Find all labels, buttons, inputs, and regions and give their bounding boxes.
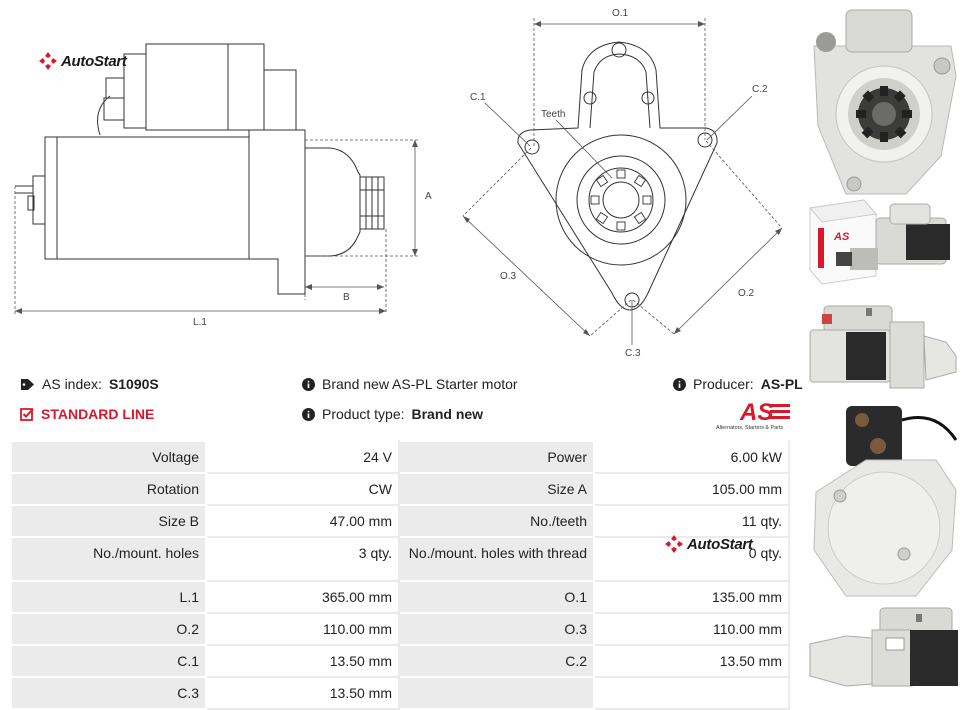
spec-value: 24 V: [205, 440, 400, 474]
producer-label: Producer:: [693, 376, 754, 392]
spec-value: 0 qty.: [593, 536, 790, 582]
as-index-value: S1090S: [108, 376, 159, 392]
svg-text:AS: AS: [833, 231, 850, 243]
table-row: L.1 365.00 mm O.1 135.00 mm: [10, 580, 790, 614]
info-icon: [302, 377, 315, 391]
product-description: Brand new AS-PL Starter motor: [322, 376, 518, 392]
info-icon: [673, 377, 686, 391]
autostart-logo: AutoStart: [38, 51, 127, 71]
spec-value: 110.00 mm: [593, 612, 790, 646]
dim-label-b: B: [343, 292, 350, 303]
spec-value: [593, 676, 790, 710]
spec-label: [398, 676, 595, 710]
spec-value: 3 qty.: [205, 536, 400, 582]
tag-icon: [21, 378, 34, 390]
product-photo-side[interactable]: [806, 292, 962, 396]
autostart-watermark-logo: AutoStart: [664, 534, 753, 554]
standard-line-label: STANDARD LINE: [41, 406, 155, 422]
as-pl-logo: AS Alternators, Starters & Parts: [714, 398, 794, 432]
table-row: C.1 13.50 mm C.2 13.50 mm: [10, 644, 790, 678]
spec-label: Size A: [398, 472, 595, 506]
spec-label: No./mount. holes with thread: [398, 536, 595, 582]
as-pl-logo-tagline: Alternators, Starters & Parts: [716, 425, 783, 431]
product-photo-box[interactable]: AS: [806, 198, 962, 288]
spec-label: O.3: [398, 612, 595, 646]
spec-label: Rotation: [10, 472, 207, 506]
as-index-row: AS index: S1090S: [20, 376, 159, 392]
spec-value: 11 qty.: [593, 504, 790, 538]
standard-line-row: STANDARD LINE: [20, 406, 154, 422]
dim-label-c1: C.1: [470, 92, 486, 103]
spec-value: 13.50 mm: [593, 644, 790, 678]
table-row: O.2 110.00 mm O.3 110.00 mm: [10, 612, 790, 646]
table-row: Voltage 24 V Power 6.00 kW: [10, 440, 790, 474]
spec-value: 13.50 mm: [205, 644, 400, 678]
technical-drawings: A B L.1: [0, 0, 800, 370]
dim-label-c2: C.2: [752, 84, 768, 95]
description-row: Brand new AS-PL Starter motor: [302, 376, 518, 392]
spec-value: 6.00 kW: [593, 440, 790, 474]
as-index-label: AS index:: [42, 376, 102, 392]
spec-value: 365.00 mm: [205, 580, 400, 614]
spec-value: 105.00 mm: [593, 472, 790, 506]
autostart-logo-text: AutoStart: [61, 52, 127, 70]
producer-row: Producer: AS-PL: [673, 376, 803, 392]
specs-table: Voltage 24 V Power 6.00 kW Rotation CW S…: [10, 440, 790, 710]
autostart-logo-mark: [39, 52, 57, 70]
spec-value: CW: [205, 472, 400, 506]
spec-value: 110.00 mm: [205, 612, 400, 646]
dim-label-c3: C.3: [625, 348, 641, 359]
checkbox-icon: [20, 408, 34, 421]
front-view-drawing: O.1 C.1 C.2 Teeth O.3 O.2 C.3: [462, 8, 783, 359]
spec-label: C.3: [10, 676, 207, 710]
autostart-logo-text: AutoStart: [687, 535, 753, 553]
spec-label: Power: [398, 440, 595, 474]
producer-value: AS-PL: [760, 376, 803, 392]
table-row: Rotation CW Size A 105.00 mm: [10, 472, 790, 506]
spec-label: No./teeth: [398, 504, 595, 538]
spec-value: 47.00 mm: [205, 504, 400, 538]
dim-label-o1: O.1: [612, 8, 629, 19]
spec-label: C.2: [398, 644, 595, 678]
spec-label: L.1: [10, 580, 207, 614]
dim-label-teeth: Teeth: [541, 109, 565, 120]
table-row: No./mount. holes 3 qty. No./mount. holes…: [10, 536, 790, 582]
info-icon: [302, 407, 315, 421]
spec-label: O.1: [398, 580, 595, 614]
product-photo-front[interactable]: [806, 6, 962, 196]
dim-label-a: A: [425, 191, 432, 202]
as-pl-logo-mark: AS: [739, 399, 773, 426]
product-type-row: Product type: Brand new: [302, 406, 483, 422]
dim-label-o2: O.2: [738, 288, 755, 299]
product-photo-solenoid[interactable]: [806, 604, 962, 690]
table-row: C.3 13.50 mm: [10, 676, 790, 710]
dim-label-l1: L.1: [193, 317, 207, 328]
spec-value: 135.00 mm: [593, 580, 790, 614]
spec-label: Voltage: [10, 440, 207, 474]
spec-label: No./mount. holes: [10, 536, 207, 582]
table-row: Size B 47.00 mm No./teeth 11 qty.: [10, 504, 790, 538]
product-type-value: Brand new: [411, 406, 484, 422]
dim-label-o3: O.3: [500, 271, 517, 282]
product-photo-rear[interactable]: [806, 400, 962, 602]
autostart-logo-mark: [665, 535, 683, 553]
spec-value: 13.50 mm: [205, 676, 400, 710]
spec-label: C.1: [10, 644, 207, 678]
spec-label: O.2: [10, 612, 207, 646]
spec-label: Size B: [10, 504, 207, 538]
side-view-drawing: A B L.1: [14, 43, 432, 328]
product-type-label: Product type:: [322, 406, 405, 422]
